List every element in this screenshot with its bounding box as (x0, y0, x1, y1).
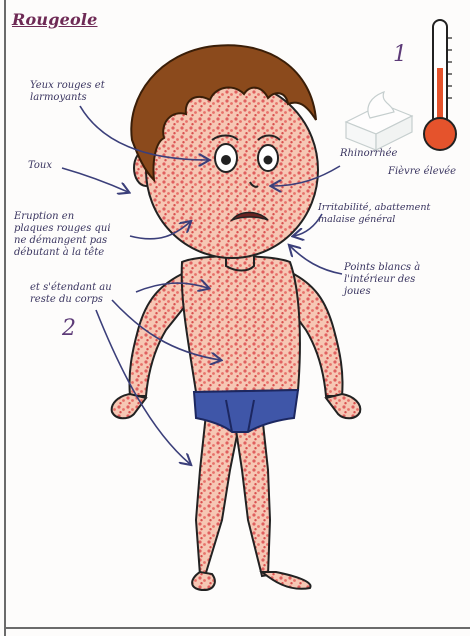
arrow-cough (62, 168, 128, 192)
head (131, 45, 318, 258)
label-rhinorrhea: Rhinorrhée (340, 148, 397, 160)
label-rash-head: Eruption en plaques rouges qui ne démang… (14, 211, 111, 259)
torso (182, 256, 300, 392)
label-cough: Toux (28, 160, 52, 172)
step-number-2: 2 (62, 316, 76, 341)
label-irritability: Irritabilité, abattement malaise général (318, 202, 430, 226)
page-title: Rougeole (12, 10, 98, 29)
legs (192, 414, 310, 590)
arrow-white-spots (290, 246, 342, 274)
label-white-spots: Points blancs à l'intérieur des joues (344, 262, 420, 298)
thermometer-icon (424, 20, 456, 150)
label-eyes: Yeux rouges et larmoyants (30, 80, 105, 104)
step-number-1: 1 (393, 42, 407, 67)
tissue-box-icon (346, 92, 412, 150)
label-fever: Fièvre élevée (388, 166, 456, 178)
label-rash-body: et s'étendant au reste du corps (30, 282, 112, 306)
